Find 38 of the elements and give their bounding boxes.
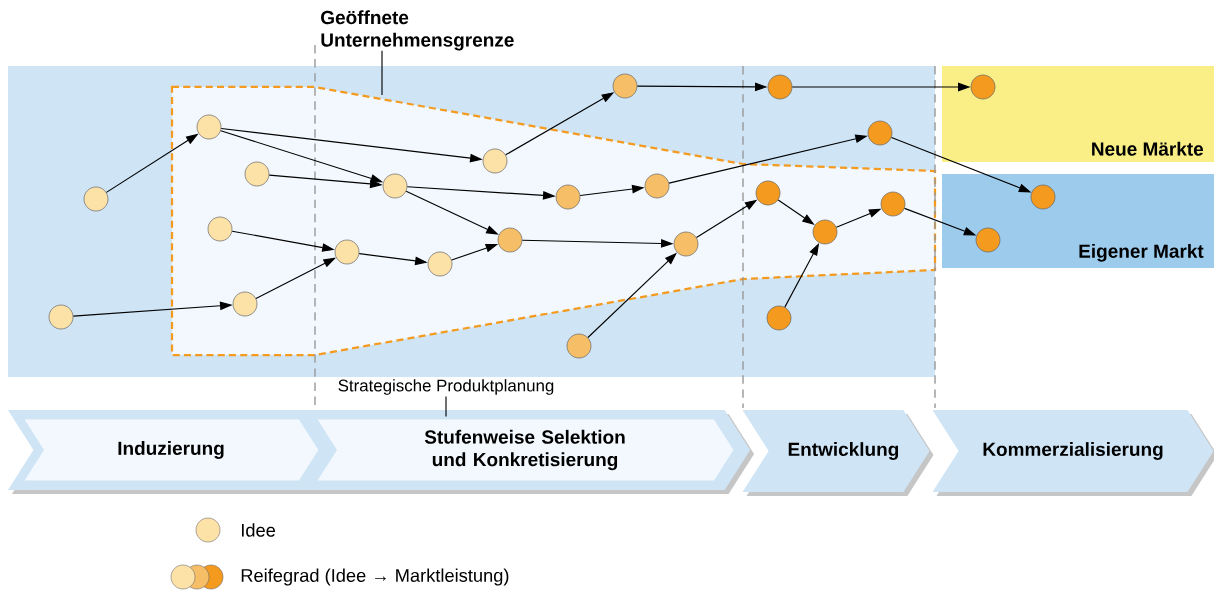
idea-circle [566, 333, 592, 359]
process-step: Kommerzialisierung [932, 410, 1214, 496]
idea-circle [83, 186, 109, 212]
idea-circle [244, 161, 270, 187]
idea-circle [382, 173, 408, 199]
market-box: Eigener Markt [942, 174, 1214, 268]
idea-circle [427, 251, 453, 277]
process-step: Induzierung [19, 416, 322, 484]
process-step: Entwicklung [742, 410, 934, 496]
idea-circle [673, 231, 699, 257]
idea-circle [812, 219, 838, 245]
idea-circle [1030, 184, 1056, 210]
idea-circle [755, 180, 781, 206]
idea-circle [867, 120, 893, 146]
idea-circle [766, 305, 792, 331]
idea-circle [48, 304, 74, 330]
idea-circle [497, 227, 523, 253]
legend-text: Reifegrad (Idee → Marktleistung) [241, 568, 509, 586]
idea-circle [196, 114, 222, 140]
idea-circle [232, 291, 258, 317]
process-step: Stufenweise Selektion und Konkretisierung [312, 416, 737, 484]
idea-circle [970, 74, 996, 100]
idea-circle [482, 148, 508, 174]
idea-circle [975, 227, 1001, 253]
legend-text: Idee [242, 523, 276, 537]
market-box: Neue Märkte [942, 66, 1214, 162]
idea-circle [207, 216, 233, 242]
phase-label: Strategische Produktplanung [338, 379, 554, 395]
idea-circle [644, 173, 670, 199]
idea-circle [612, 73, 638, 99]
leader-line [381, 50, 383, 96]
idea-circle [334, 239, 360, 265]
leader-line [445, 396, 447, 418]
heading: Geöffnete Unternehmensgrenze [321, 10, 514, 51]
boundary-polygon [170, 85, 937, 357]
idea-circle [880, 191, 906, 217]
idea-circle [767, 74, 793, 100]
idea-circle [555, 184, 581, 210]
